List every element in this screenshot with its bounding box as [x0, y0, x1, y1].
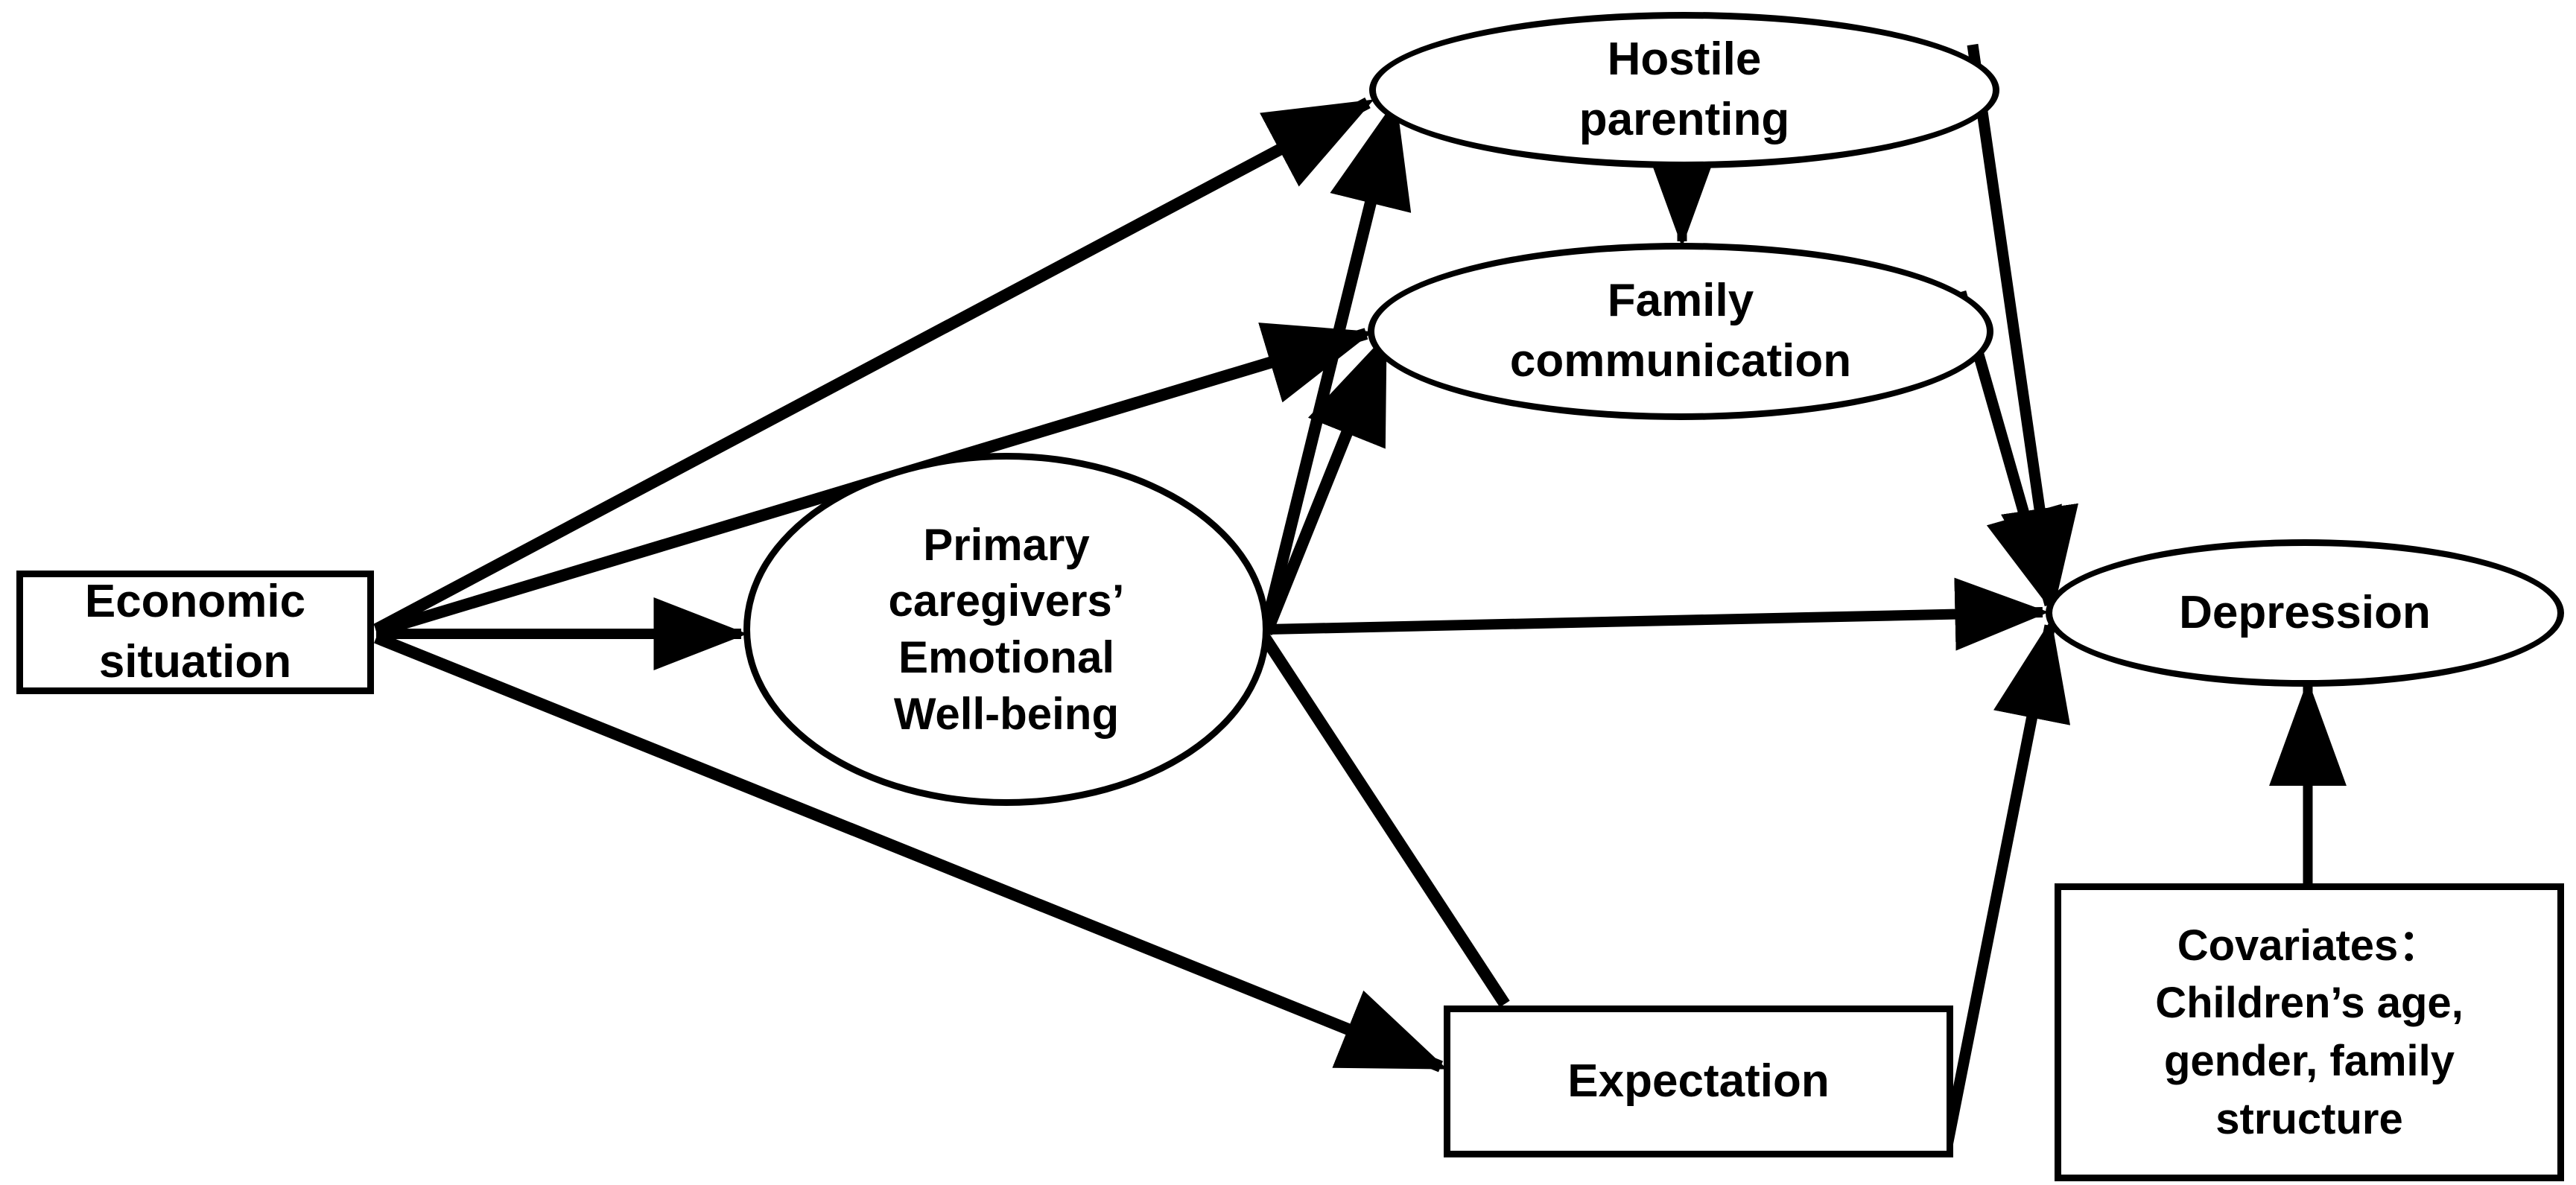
edge-primary-to-depression — [1267, 577, 2049, 651]
node-family-communication[interactable]: Family communication — [1368, 243, 1993, 420]
node-label: Primary caregivers’ Emotional Well-being — [888, 519, 1125, 739]
node-label: Expectation — [1567, 1055, 1830, 1107]
node-label: Covariates： Children’s age, gender, fami… — [2155, 921, 2464, 1143]
node-hostile-parenting[interactable]: Hostile parenting — [1369, 12, 1999, 168]
node-label: Depression — [2179, 586, 2431, 638]
node-depression[interactable]: Depression — [2046, 539, 2564, 687]
edge-primary-to-expectation — [1260, 634, 1510, 1008]
node-label: Hostile parenting — [1579, 34, 1790, 145]
edge-expectation-to-depression — [1940, 619, 2071, 1154]
node-economic-situation[interactable]: Economic situation — [16, 571, 374, 694]
node-expectation[interactable]: Expectation — [1444, 1005, 1953, 1157]
node-covariates[interactable]: Covariates： Children’s age, gender, fami… — [2055, 883, 2564, 1181]
edge-primary-to-family — [1260, 334, 1390, 635]
node-primary-caregivers-emotional-well-being[interactable]: Primary caregivers’ Emotional Well-being — [743, 453, 1269, 806]
node-label: Economic situation — [84, 576, 306, 687]
node-label: Family communication — [1509, 275, 1852, 387]
